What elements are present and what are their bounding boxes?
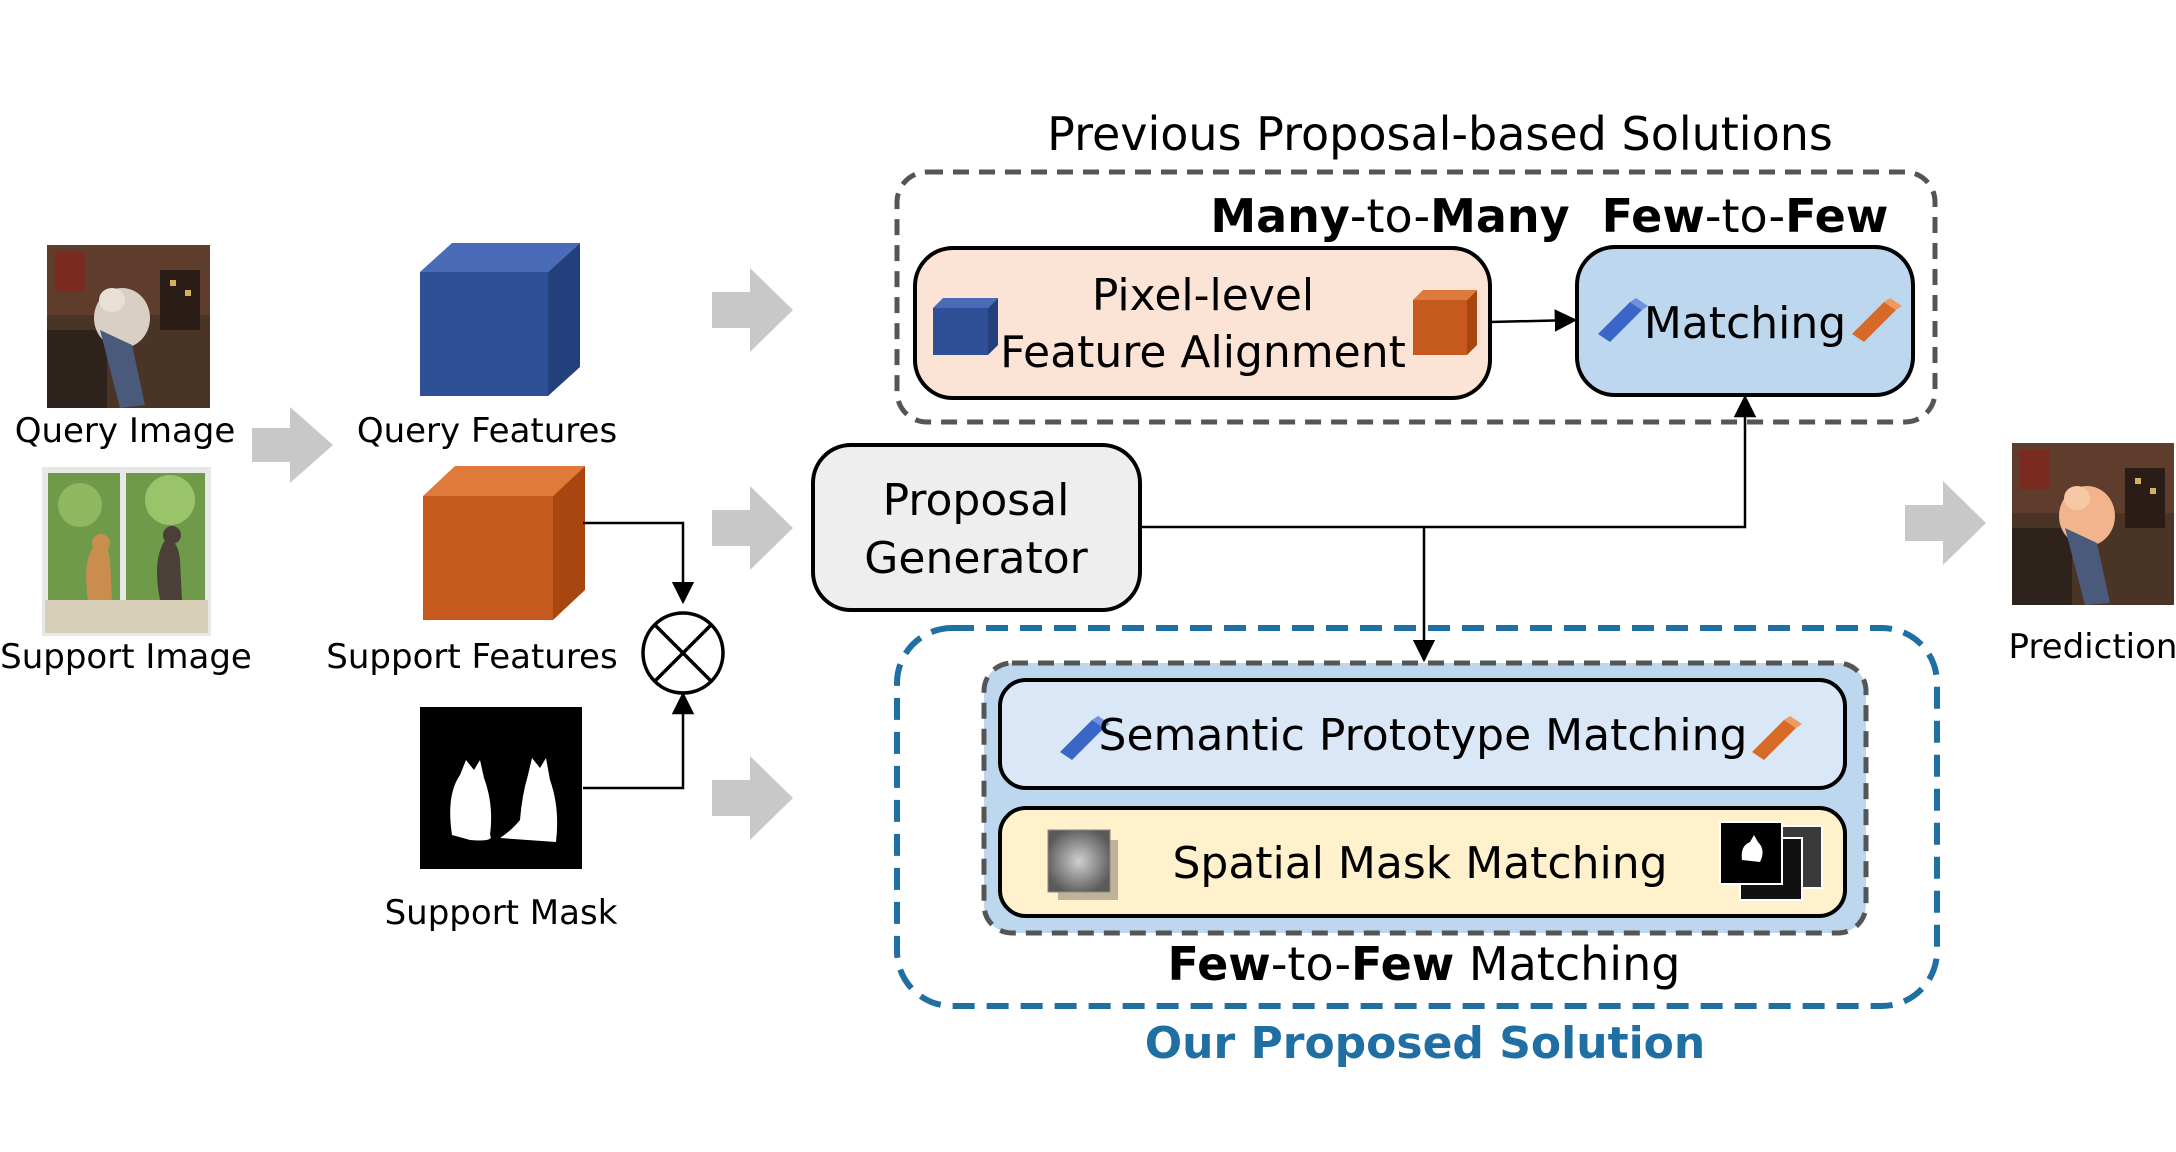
flow-arrow-support-mask (712, 756, 793, 840)
spatial-mask-matching-label: Spatial Mask Matching (1172, 838, 1667, 889)
semantic-prototype-matching-label: Semantic Prototype Matching (1099, 710, 1748, 761)
prediction-image (2012, 443, 2174, 605)
previous-solutions-title: Previous Proposal-based Solutions (1047, 107, 1833, 161)
support-prototype-icon (1852, 298, 1902, 342)
multiply-operator-icon (641, 611, 725, 695)
query-feature-map-icon (1047, 829, 1118, 900)
matching-label: Matching (1644, 298, 1846, 349)
query-cube-icon (933, 298, 998, 355)
query-features-cube (420, 243, 580, 396)
feature-alignment-line1: Pixel-level (1092, 270, 1314, 321)
flow-arrow-query-features (712, 268, 793, 352)
spatial-mask-matching-box (998, 806, 1847, 918)
semantic-query-prototype-icon (1060, 716, 1110, 760)
semantic-prototype-matching-box (998, 678, 1847, 790)
many-to-many-heading: Many-to-Many (1210, 189, 1569, 243)
flow-arrow-output (1905, 481, 1986, 565)
support-mask-image (420, 707, 582, 869)
flow-arrow-support-features (712, 486, 793, 570)
support-image (42, 467, 211, 636)
flow-arrow-input (252, 407, 333, 483)
support-features-cube (423, 466, 585, 620)
mask-stack-icon (1719, 821, 1823, 901)
proposal-to-matching-connector (1140, 394, 1757, 529)
support-image-label: Support Image (0, 637, 252, 677)
support-mask-label: Support Mask (385, 893, 618, 933)
query-features-label: Query Features (357, 411, 617, 451)
proposal-generator-box (811, 443, 1142, 612)
support-features-label: Support Features (326, 637, 617, 677)
support-to-multiply-connector (583, 521, 695, 605)
prediction-label: Prediction (2009, 627, 2176, 667)
query-image-label: Query Image (15, 411, 236, 451)
our-proposed-solution-title: Our Proposed Solution (1145, 1018, 1705, 1069)
query-prototype-icon (1598, 298, 1648, 342)
semantic-support-prototype-icon (1752, 716, 1802, 760)
alignment-to-matching-connector (1489, 309, 1578, 332)
matching-box (1575, 245, 1915, 397)
mask-to-multiply-connector (583, 691, 695, 790)
support-cube-icon (1413, 290, 1477, 355)
proposal-generator-line2: Generator (864, 533, 1088, 584)
feature-alignment-box (913, 246, 1492, 400)
proposal-generator-line1: Proposal (883, 475, 1070, 526)
our-solution-frame (894, 625, 1940, 1009)
query-image (47, 245, 210, 408)
feature-alignment-line2: Feature Alignment (1000, 327, 1406, 378)
few-to-few-matching-caption: Few-to-Few Matching (1168, 937, 1681, 991)
few-to-few-heading: Few-to-Few (1602, 189, 1889, 243)
previous-solutions-frame (894, 169, 1938, 425)
